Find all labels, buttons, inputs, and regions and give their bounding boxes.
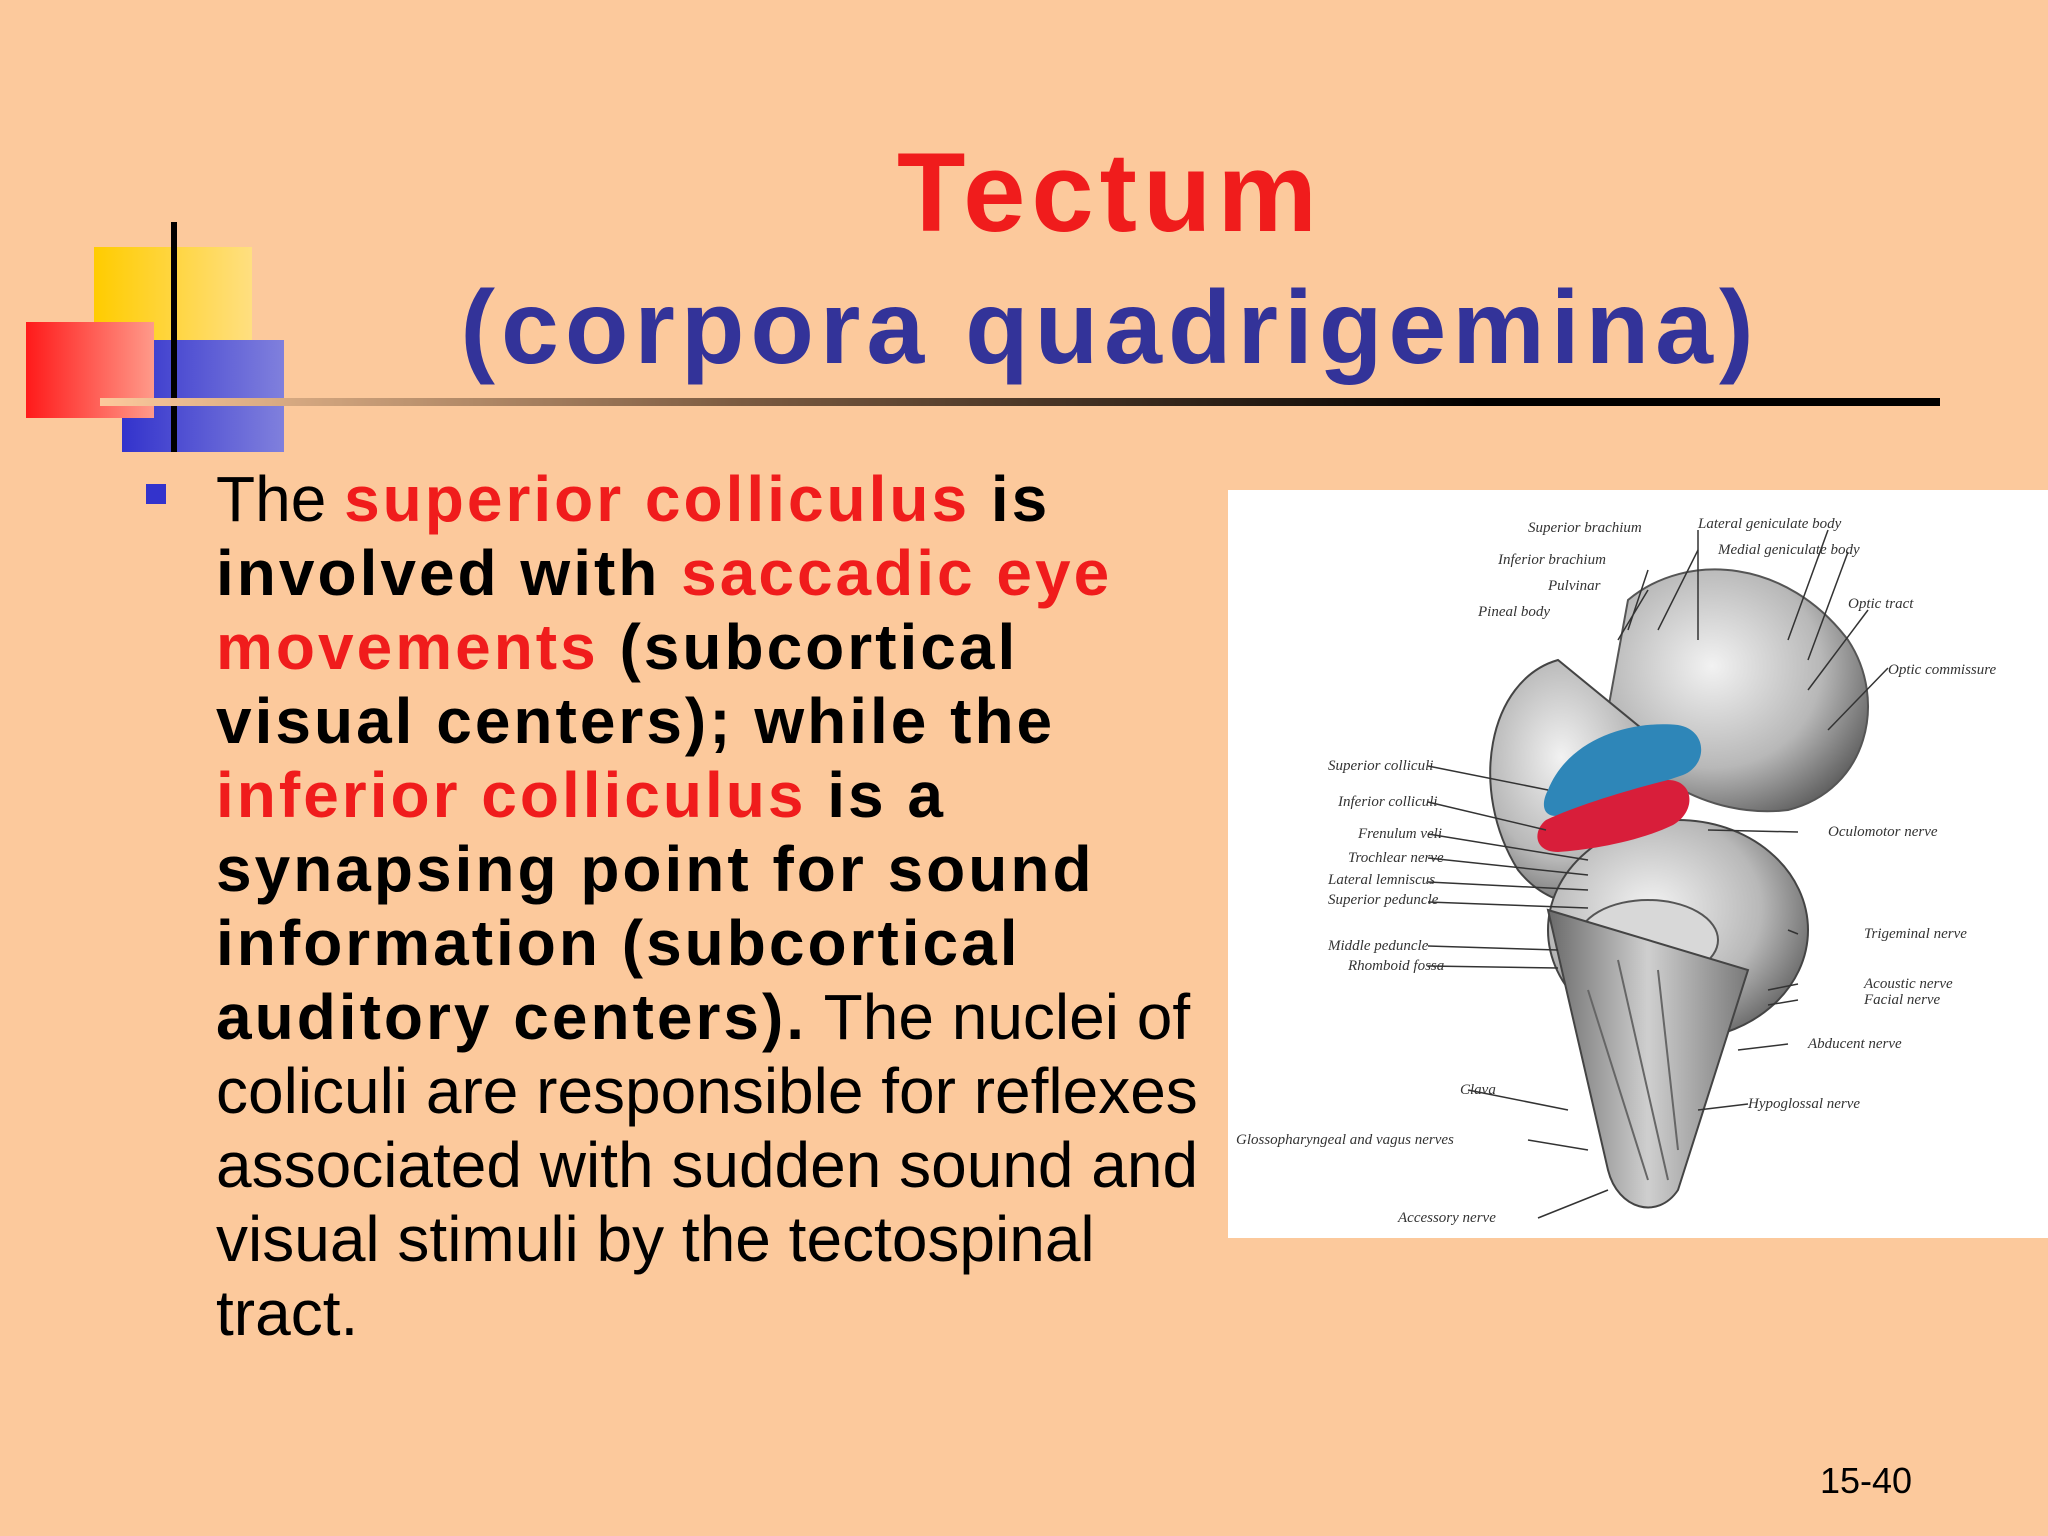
label-accessory-nerve: Accessory nerve (1397, 1210, 1496, 1226)
vertical-line (171, 222, 177, 452)
label-optic-tract: Optic tract (1848, 596, 1914, 612)
label-hypoglossal-nerve: Hypoglossal nerve (1747, 1096, 1860, 1112)
decorative-squares (26, 222, 284, 452)
label-inferior-colliculi: Inferior colliculi (1337, 794, 1438, 810)
label-superior-brachium: Superior brachium (1528, 520, 1642, 536)
label-optic-commissure: Optic commissure (1888, 662, 1997, 678)
title-underline (100, 398, 1940, 406)
label-superior-peduncle: Superior peduncle (1328, 892, 1439, 908)
brainstem-illustration: Superior brachium Lateral geniculate bod… (1236, 516, 1997, 1226)
text-the: The (216, 463, 345, 535)
label-acoustic-nerve: Acoustic nerve (1863, 976, 1953, 992)
label-medial-geniculate: Medial geniculate body (1717, 542, 1860, 558)
superior-colliculus-shape (1543, 724, 1702, 816)
label-oculomotor-nerve: Oculomotor nerve (1828, 824, 1938, 840)
label-pulvinar: Pulvinar (1547, 578, 1601, 594)
bullet-text: The superior colliculus is involved with… (216, 462, 1226, 1350)
label-trochlear-nerve: Trochlear nerve (1348, 850, 1444, 866)
text-saccadic-eye-movements: saccadic eye movements (216, 537, 1113, 683)
label-abducent-nerve: Abducent nerve (1807, 1036, 1902, 1052)
label-middle-peduncle: Middle peduncle (1327, 938, 1429, 954)
slide-title: Tectum (897, 130, 1323, 255)
page-number: 15-40 (1820, 1460, 1913, 1501)
label-lateral-geniculate: Lateral geniculate body (1697, 516, 1842, 532)
label-glossopharyngeal-vagus: Glossopharyngeal and vagus nerves (1236, 1132, 1454, 1148)
label-clava: Clava (1460, 1082, 1496, 1098)
text-inferior-colliculus: inferior colliculus (216, 759, 807, 831)
text-subcortical-visual: (subcortical visual centers); while the (216, 611, 1056, 757)
slide-subtitle: (corpora quadrigemina) (460, 270, 1760, 386)
label-frenulum-veli: Frenulum veli (1357, 826, 1442, 842)
label-lateral-lemniscus: Lateral lemniscus (1327, 872, 1435, 888)
label-inferior-brachium: Inferior brachium (1497, 552, 1606, 568)
label-rhomboid-fossa: Rhomboid fossa (1347, 958, 1444, 974)
label-pineal-body: Pineal body (1477, 604, 1550, 620)
text-nuclei-reflexes: The nuclei of coliculi are responsible f… (216, 981, 1199, 1349)
text-synapsing-point: is a synapsing point for sound informati… (216, 759, 1095, 1053)
label-facial-nerve: Facial nerve (1863, 992, 1941, 1008)
bullet-square-icon (146, 484, 166, 504)
text-involved-with: is involved with (216, 463, 1051, 609)
brainstem-figure: Superior brachium Lateral geniculate bod… (1228, 490, 2048, 1238)
label-trigeminal-nerve: Trigeminal nerve (1864, 926, 1967, 942)
label-superior-colliculi: Superior colliculi (1328, 758, 1433, 774)
inferior-colliculus-shape (1537, 780, 1690, 852)
text-superior-colliculus: superior colliculus (344, 463, 971, 535)
